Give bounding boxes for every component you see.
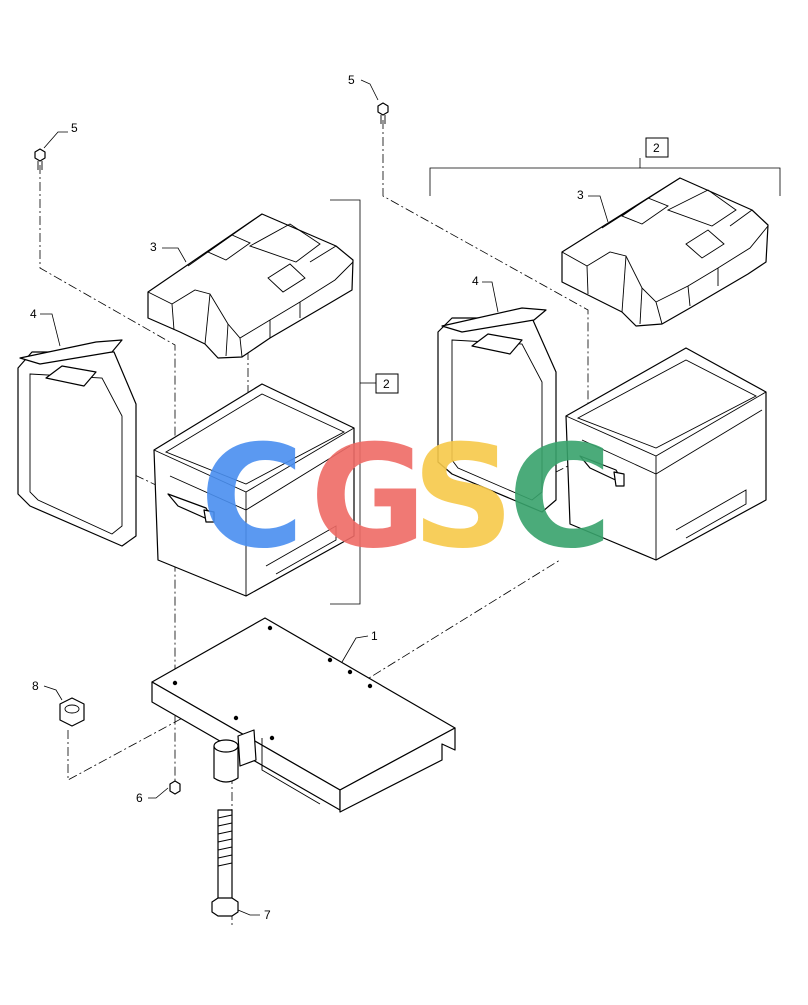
watermark-letter-c2: C <box>508 415 612 580</box>
callout-box-left <box>375 373 399 394</box>
callout-1: 1 <box>371 629 378 643</box>
strap-right <box>437 307 557 513</box>
callout-7: 7 <box>264 908 271 922</box>
battery-box-left <box>153 383 355 597</box>
hex-bolt <box>211 809 239 917</box>
callout-3-left: 3 <box>150 240 157 254</box>
watermark-letter-c1: C <box>200 415 304 580</box>
battery-tray-base <box>151 617 456 813</box>
kit-bracket-left <box>330 199 361 605</box>
spacer-bushing <box>213 729 257 783</box>
watermark-letter-g: G <box>310 415 427 580</box>
callout-8: 8 <box>32 679 39 693</box>
battery-cover-left <box>147 213 354 359</box>
kit-bracket-right <box>429 167 781 196</box>
lock-nut <box>59 697 85 727</box>
callout-box-right <box>645 137 669 158</box>
callout-5-left: 5 <box>71 121 78 135</box>
callout-6: 6 <box>136 791 143 805</box>
leader-lines <box>40 79 609 916</box>
small-nut <box>169 780 181 795</box>
callout-4-right: 4 <box>472 274 479 288</box>
screw-left <box>34 148 46 170</box>
cgsc-watermark: C G S C <box>200 415 612 580</box>
callout-2-right: 2 <box>653 141 660 155</box>
callout-5-right: 5 <box>348 73 355 87</box>
callout-labels: 5 5 3 3 4 4 2 2 1 8 6 7 <box>30 73 660 922</box>
battery-cover-right <box>561 177 769 327</box>
battery-box-right <box>565 347 767 561</box>
callout-2-left: 2 <box>383 377 390 391</box>
strap-left <box>17 339 137 547</box>
screw-right <box>377 102 389 124</box>
watermark-letter-s: S <box>412 415 514 580</box>
callout-4-left: 4 <box>30 307 37 321</box>
callout-3-right: 3 <box>577 188 584 202</box>
